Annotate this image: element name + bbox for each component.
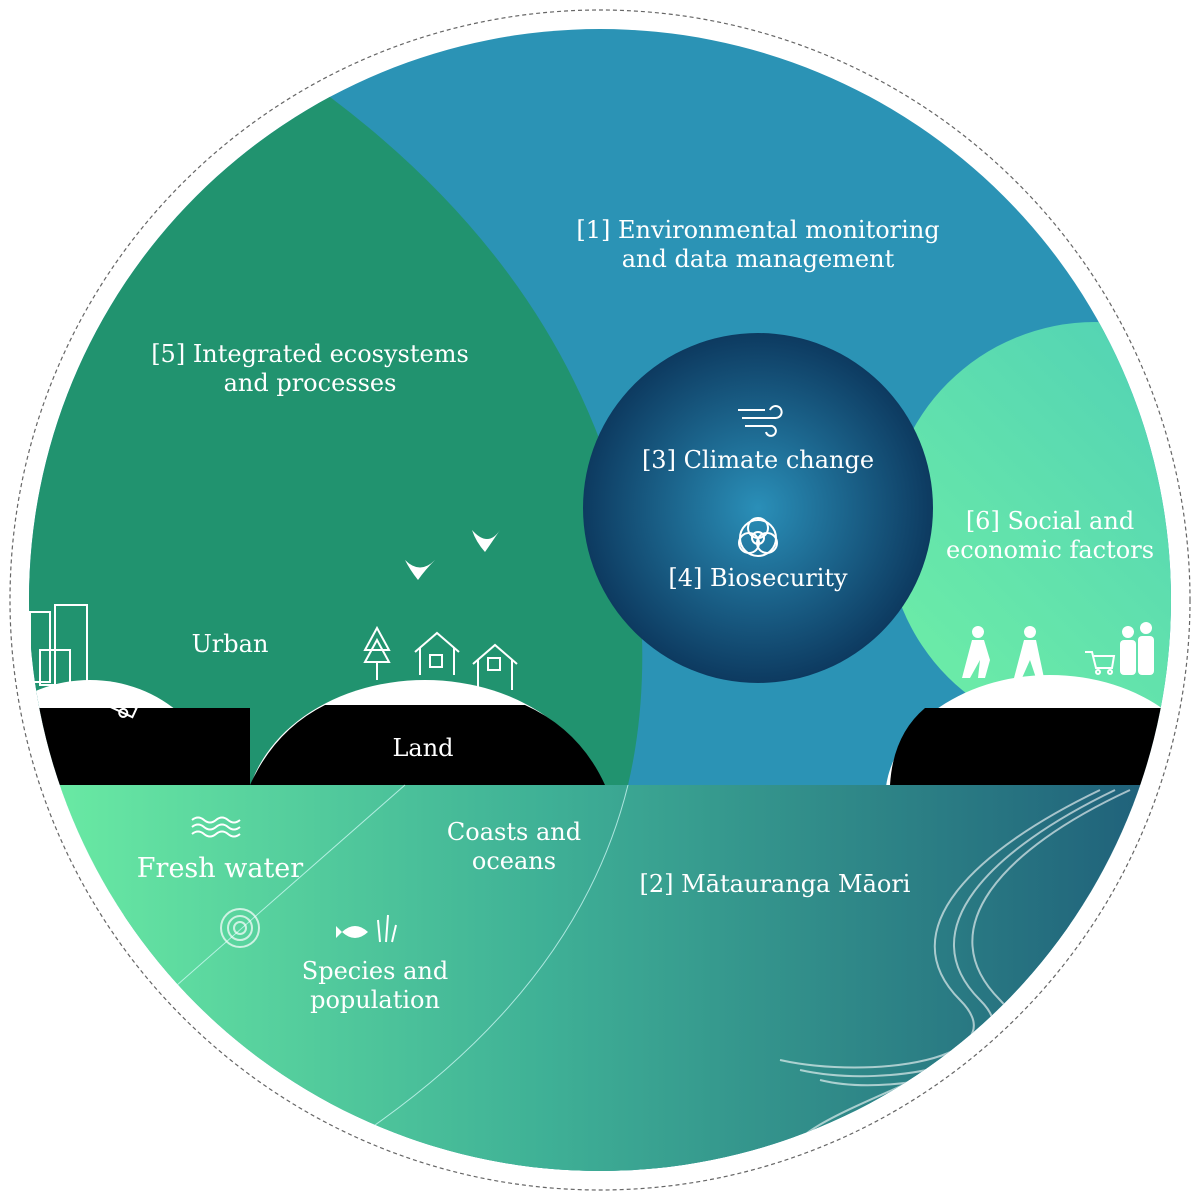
ripple-icon	[220, 908, 260, 948]
birds-icon	[405, 530, 500, 580]
water-waves-icon	[191, 816, 241, 838]
urban-label: Urban	[192, 630, 269, 658]
biosecurity-label: [4] Biosecurity	[668, 564, 848, 592]
fresh-water-label: Fresh water	[137, 853, 303, 884]
outer-dashed-ring	[9, 9, 1191, 1191]
coasts-label-2: oceans	[472, 847, 556, 875]
coasts-label-1: Coasts and	[447, 818, 581, 846]
shopping-cart-icon	[1085, 651, 1116, 675]
house-icon	[472, 643, 518, 690]
house-icon	[414, 631, 460, 675]
social-label-1: [6] Social and	[966, 507, 1134, 535]
species-label-2: population	[310, 986, 440, 1014]
shoppers-icon	[1120, 622, 1154, 675]
species-label-1: Species and	[302, 957, 448, 985]
tree-icon	[363, 625, 391, 680]
social-economic-region	[887, 322, 1171, 738]
climate-change-label: [3] Climate change	[642, 446, 874, 474]
city-buildings-icon	[29, 604, 88, 686]
ecosystems-label-1: [5] Integrated ecosystems	[151, 340, 469, 368]
social-label-2: economic factors	[946, 536, 1154, 564]
wind-icon	[738, 405, 783, 437]
fish-plant-icon	[336, 914, 397, 943]
climate-biosecurity-circle	[583, 333, 933, 683]
env-monitoring-label-2: and data management	[622, 245, 895, 273]
maori-label: [2] Mātauranga Māori	[640, 870, 911, 898]
ecosystems-label-2: and processes	[224, 369, 397, 397]
env-monitoring-label-1: [1] Environmental monitoring	[576, 216, 939, 244]
people-exchange-icon	[962, 626, 1044, 678]
biohazard-icon	[738, 517, 778, 557]
car-icon	[90, 682, 138, 719]
land-label: Land	[392, 734, 453, 762]
